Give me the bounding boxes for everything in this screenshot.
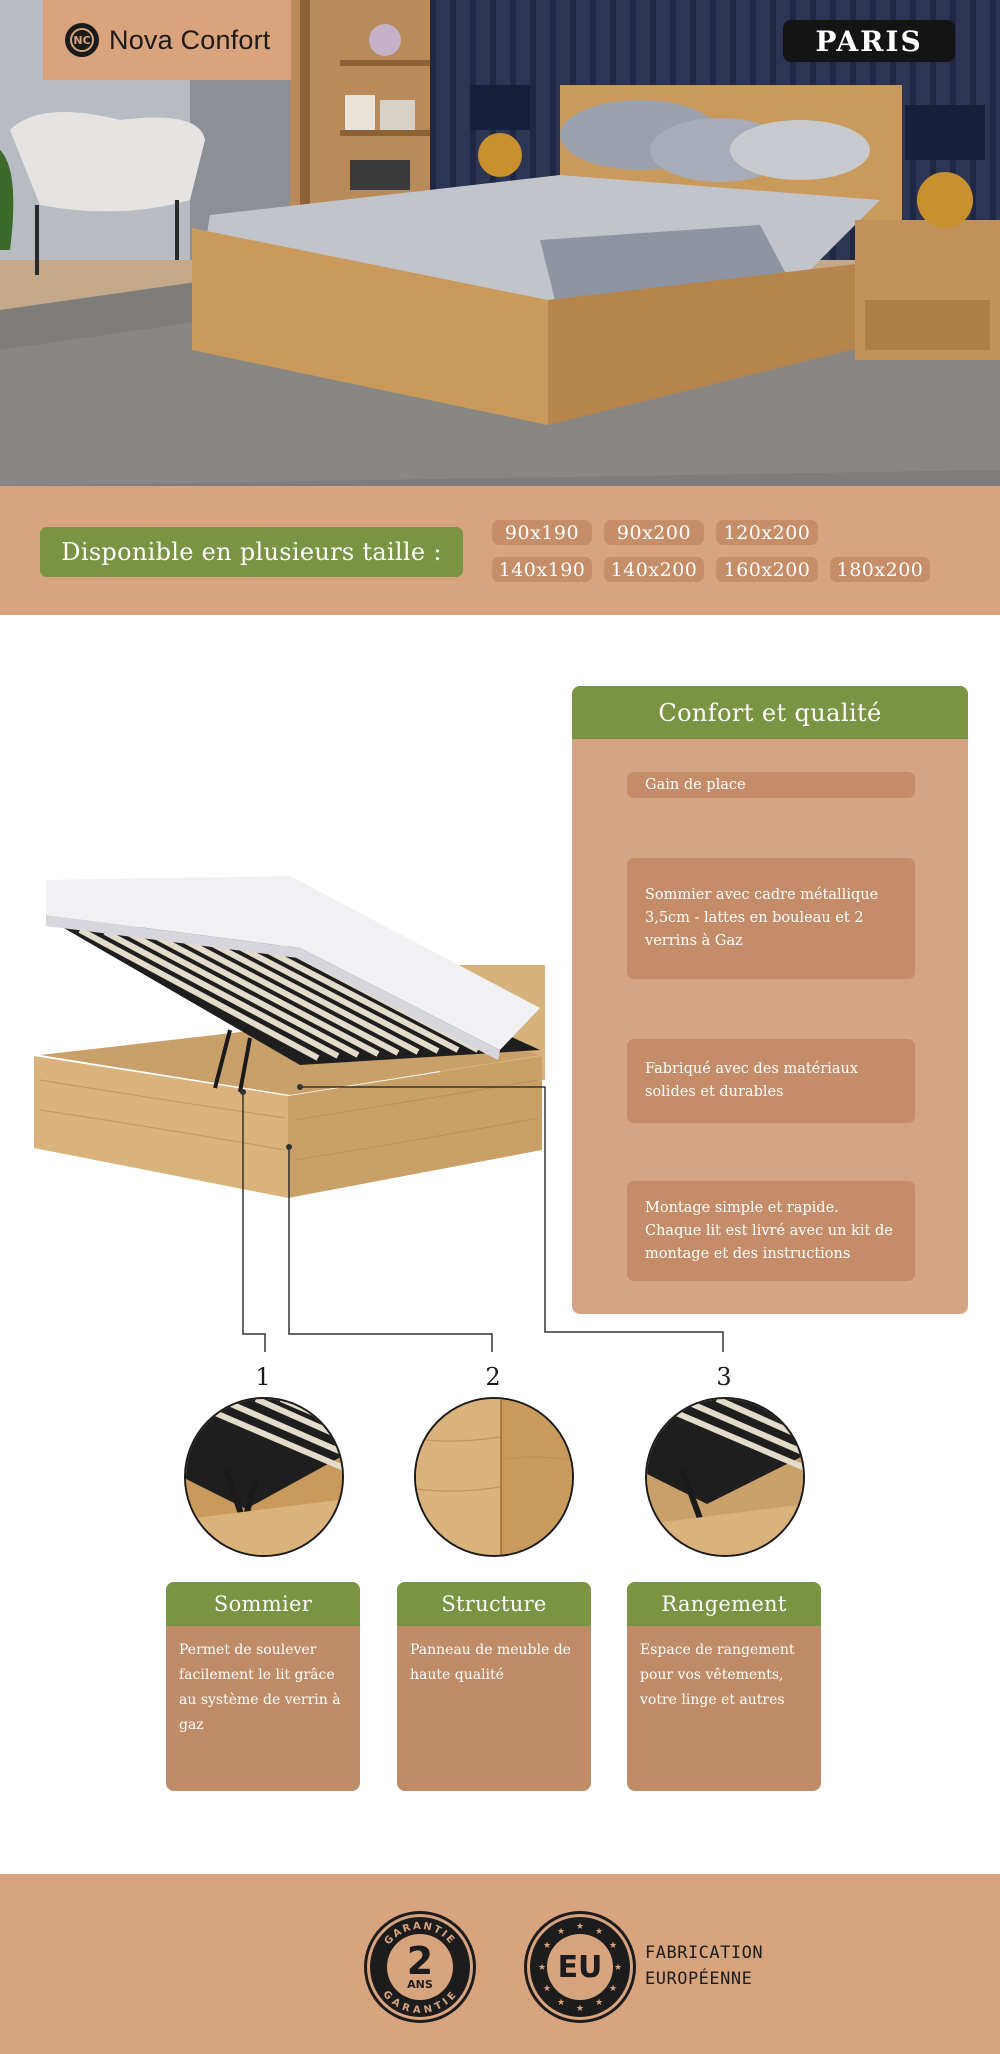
card-title: Sommier — [166, 1582, 360, 1626]
feature-item: Sommier avec cadre métallique 3,5cm - la… — [627, 858, 915, 979]
svg-text:★: ★ — [538, 1963, 546, 1973]
bed-product-illustration — [34, 876, 545, 1198]
feature-item: Fabriqué avec des matériaux solides et d… — [627, 1039, 915, 1123]
hero-photo: NC Nova Confort PARIS — [0, 0, 1000, 486]
confort-title: Confort et qualité — [572, 686, 968, 739]
svg-text:★: ★ — [609, 1941, 617, 1951]
svg-text:★: ★ — [609, 1984, 617, 1994]
eu-badge: ★ ★ ★ ★ ★ ★ ★ ★ ★ ★ ★ ★ EU — [527, 1914, 633, 2020]
svg-text:★: ★ — [557, 1998, 565, 2008]
footer-band — [0, 1874, 1000, 2054]
svg-text:★: ★ — [595, 1998, 603, 2008]
fabrication-line1: FABRICATION — [645, 1943, 764, 1963]
fabrication-line2: EUROPÉENNE — [645, 1969, 753, 1989]
confort-panel: Confort et qualité Gain de place Sommier… — [572, 686, 968, 1314]
size-chip: 140x190 — [492, 557, 592, 582]
svg-text:★: ★ — [543, 1941, 551, 1951]
brand-name: Nova Confort — [109, 24, 271, 55]
guarantee-number: 2 — [406, 1939, 434, 1983]
size-chip: 90x200 — [604, 520, 704, 545]
size-chip: 140x200 — [604, 557, 704, 582]
brand-logo: NC Nova Confort — [43, 0, 291, 80]
model-name: PARIS — [783, 20, 955, 62]
detail-circle-sommier — [184, 1397, 344, 1557]
feature-item: Montage simple et rapide. Chaque lit est… — [627, 1181, 915, 1281]
eu-label: EU — [557, 1949, 603, 1985]
callout-number-1: 1 — [255, 1363, 271, 1391]
size-chip: 160x200 — [716, 557, 818, 582]
callout-lines — [240, 1084, 724, 1352]
feature-item: Gain de place — [627, 772, 915, 798]
callout-number-3: 3 — [716, 1363, 732, 1391]
card-sommier: Sommier Permet de soulever facilement le… — [166, 1582, 360, 1791]
fabrication-text: FABRICATION EUROPÉENNE — [645, 1940, 763, 1992]
detail-circle-rangement — [645, 1397, 805, 1557]
sizes-title: Disponible en plusieurs taille : — [40, 527, 463, 577]
detail-circle-structure — [414, 1397, 574, 1557]
brand-initials: NC — [70, 28, 94, 52]
size-chip: 90x190 — [492, 520, 592, 545]
guarantee-badge: GARANTIE GARANTIE 2 ANS — [367, 1914, 473, 2020]
svg-text:★: ★ — [557, 1927, 565, 1937]
card-title: Structure — [397, 1582, 591, 1626]
sizes-band: Disponible en plusieurs taille : 90x190 … — [0, 486, 1000, 615]
card-text: Panneau de meuble de haute qualité — [410, 1642, 571, 1683]
card-text: Permet de soulever facilement le lit grâ… — [179, 1642, 341, 1733]
svg-text:★: ★ — [595, 1927, 603, 1937]
size-chip: 120x200 — [716, 520, 818, 545]
card-rangement: Rangement Espace de rangement pour vos v… — [627, 1582, 821, 1791]
size-chip: 180x200 — [830, 557, 930, 582]
guarantee-unit: ANS — [407, 1978, 433, 1991]
svg-text:★: ★ — [576, 2004, 584, 2014]
card-text: Espace de rangement pour vos vêtements, … — [640, 1642, 795, 1708]
svg-text:★: ★ — [543, 1984, 551, 1994]
card-title: Rangement — [627, 1582, 821, 1626]
svg-text:★: ★ — [614, 1963, 622, 1973]
callout-number-2: 2 — [485, 1363, 501, 1391]
svg-text:★: ★ — [576, 1922, 584, 1932]
eu-stars-icon: ★ ★ ★ ★ ★ ★ ★ ★ ★ ★ ★ ★ — [538, 1922, 622, 2014]
card-structure: Structure Panneau de meuble de haute qua… — [397, 1582, 591, 1791]
brand-logo-icon: NC — [65, 23, 99, 57]
